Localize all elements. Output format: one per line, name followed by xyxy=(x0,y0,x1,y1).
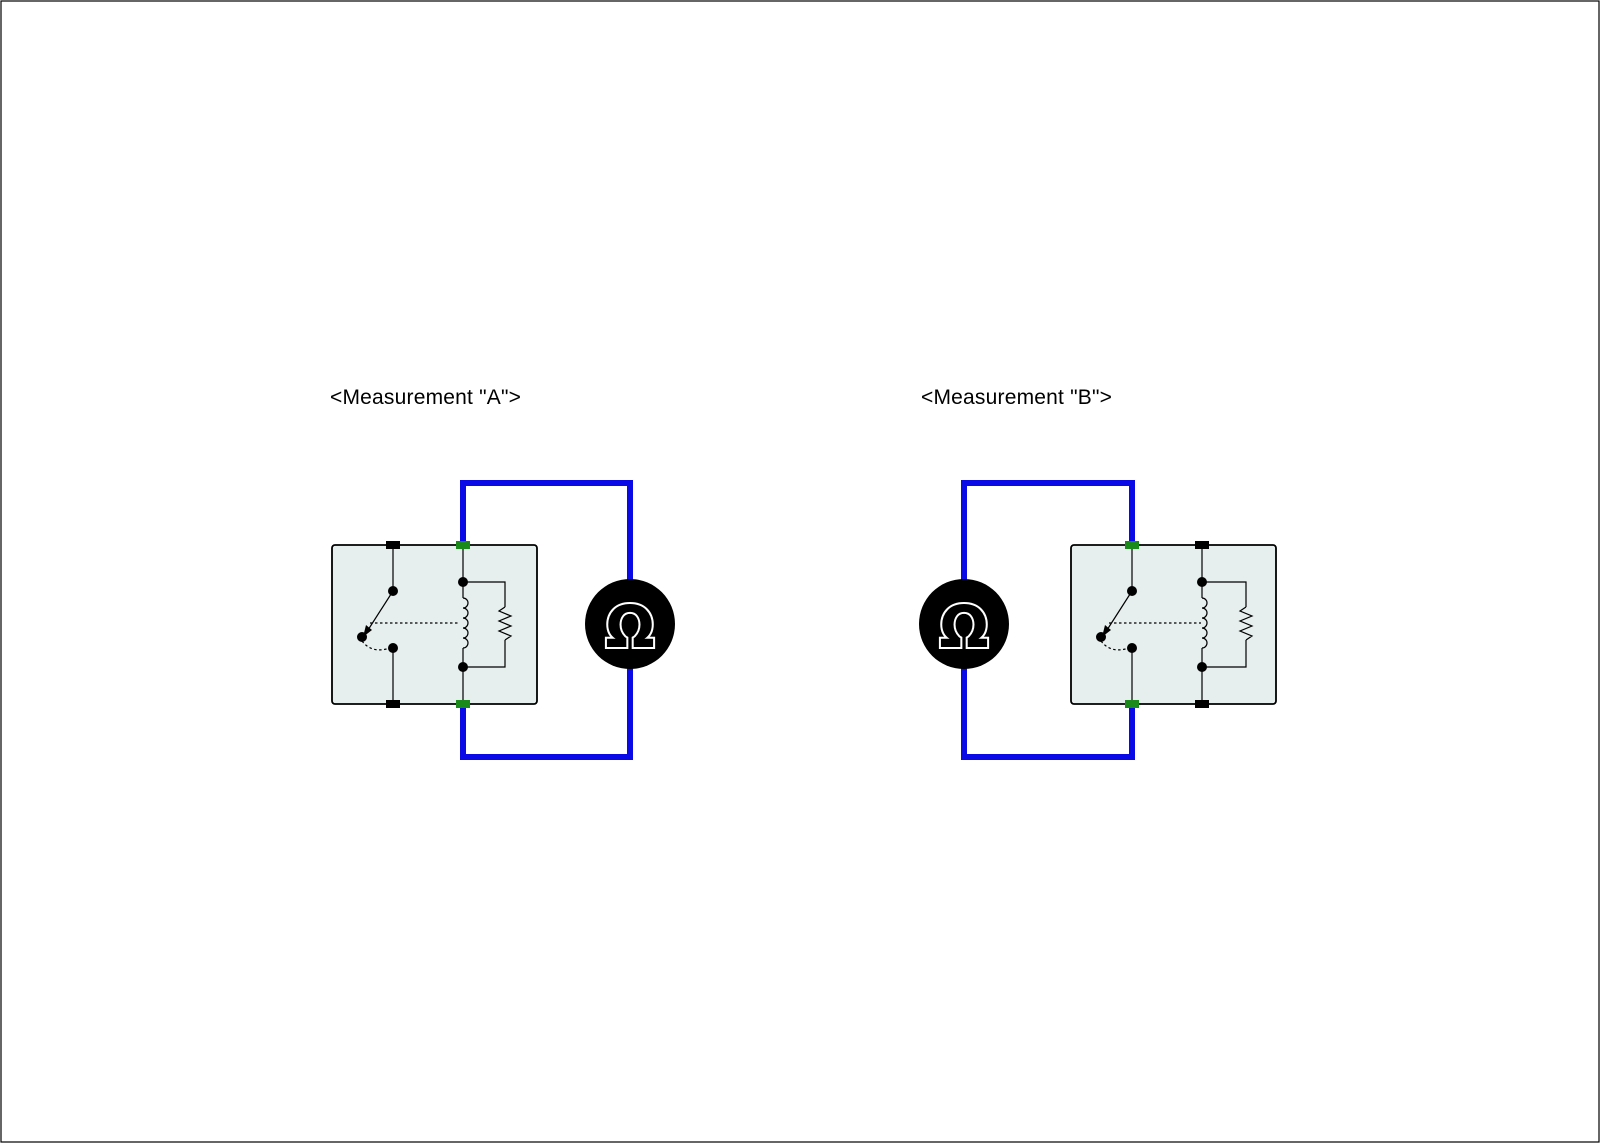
relay-body-b xyxy=(1070,544,1277,705)
measurement-b-caption: <Measurement "B"> xyxy=(921,386,1113,409)
switch-contact-a-top xyxy=(388,586,398,596)
terminal-a-switch-top xyxy=(386,541,400,549)
ohm-symbol: Ω xyxy=(939,593,988,661)
ohmmeter-icon xyxy=(919,579,1009,669)
coil-node-a-bottom xyxy=(458,662,468,672)
relay-coil-b xyxy=(1201,545,1254,704)
relay-body-a xyxy=(331,544,538,705)
terminal-a-coil-bottom xyxy=(456,700,470,708)
coil-node-b-bottom xyxy=(1197,662,1207,672)
terminal-b-switch-top xyxy=(1125,541,1139,549)
measurement-b: Ω xyxy=(919,480,1277,760)
terminal-a-coil-top xyxy=(456,541,470,549)
switch-pivot-a xyxy=(357,632,367,642)
probe-wire-a xyxy=(460,480,633,760)
measurement-a-caption: <Measurement "A"> xyxy=(330,386,522,409)
ohm-symbol: Ω xyxy=(605,593,654,661)
relay-switch-a xyxy=(361,545,458,704)
probe-wire-b xyxy=(961,480,1135,760)
terminal-b-coil-bottom xyxy=(1195,700,1209,708)
ohmmeter-b: Ω xyxy=(919,579,1009,669)
switch-contact-b-bottom xyxy=(1127,643,1137,653)
coil-node-b-top xyxy=(1197,577,1207,587)
terminal-b-switch-bottom xyxy=(1125,700,1139,708)
ohmmeter-icon xyxy=(585,579,675,669)
terminal-a-switch-bottom xyxy=(386,700,400,708)
switch-contact-a-bottom xyxy=(388,643,398,653)
terminal-b-coil-top xyxy=(1195,541,1209,549)
relay-switch-b xyxy=(1100,545,1201,704)
coil-node-a-top xyxy=(458,577,468,587)
switch-pivot-b xyxy=(1096,632,1106,642)
ohmmeter-a: Ω xyxy=(585,579,675,669)
switch-contact-b-top xyxy=(1127,586,1137,596)
measurement-a: Ω xyxy=(331,480,675,760)
